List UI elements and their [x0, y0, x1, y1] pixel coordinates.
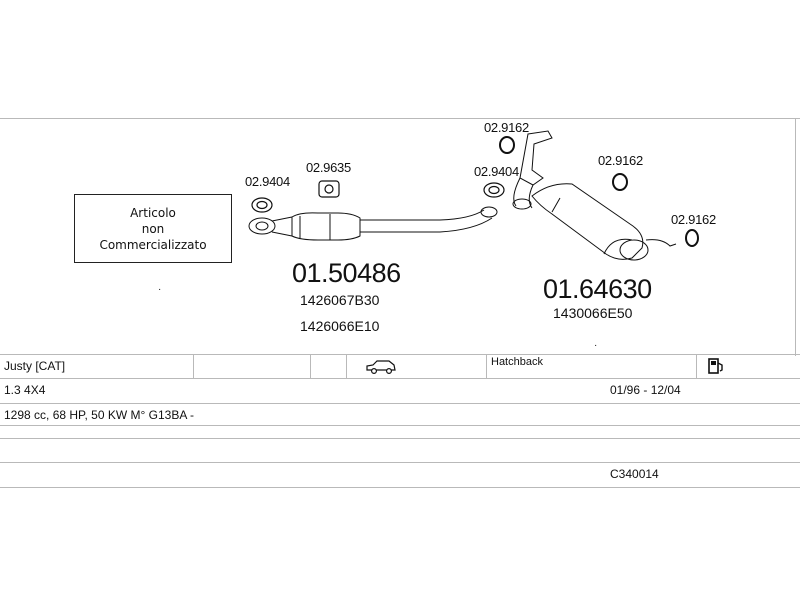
rear-silencer-drawing — [512, 130, 677, 261]
legend-line-2: non — [141, 221, 165, 236]
vehicle-variant: 1.3 4X4 — [4, 383, 46, 397]
diagram-frame-top — [0, 118, 800, 119]
not-sold-legend: Articolo non Commercializzato — [74, 194, 232, 263]
rear-silencer-oem-1: 1430066E50 — [553, 305, 633, 321]
fitting-label-gasket-front[interactable]: 02.9404 — [245, 174, 290, 189]
car-icon — [366, 360, 396, 374]
table-row-variant: 1.3 4X4 01/96 - 12/04 — [0, 378, 800, 404]
table-row-blank-2 — [0, 438, 800, 463]
diagram-mark-left: · — [158, 284, 162, 295]
front-pipe-part-number[interactable]: 01.50486 — [292, 258, 401, 288]
exhaust-diagram — [248, 130, 699, 261]
gasket-front-shape — [251, 197, 273, 213]
fitting-label-hanger-top[interactable]: 02.9162 — [484, 120, 529, 135]
table-row-blank-1 — [0, 425, 800, 439]
front-pipe-oem-1: 1426067B30 — [300, 292, 380, 308]
vehicle-code: C340014 — [610, 467, 659, 481]
fitting-label-gasket-mid[interactable]: 02.9635 — [306, 160, 351, 175]
diagram-mark-right: · — [594, 340, 598, 351]
fitting-label-hanger-right[interactable]: 02.9162 — [598, 153, 643, 168]
gasket-rear-shape — [483, 182, 505, 198]
hanger-tail-shape — [685, 229, 699, 247]
fitting-label-hanger-tail[interactable]: 02.9162 — [671, 212, 716, 227]
vehicle-model: Justy [CAT] — [4, 359, 66, 373]
vehicle-years: 01/96 - 12/04 — [610, 383, 681, 397]
table-row-code: C340014 — [0, 462, 800, 488]
front-pipe-drawing — [248, 206, 498, 241]
fitting-label-gasket-rear[interactable]: 02.9404 — [474, 164, 519, 179]
table-row-model: Justy [CAT] Hatchback — [0, 354, 800, 379]
hanger-right-shape — [612, 173, 628, 191]
legend-line-3: Commercializzato — [99, 237, 207, 252]
vehicle-body: Hatchback — [491, 356, 543, 368]
rear-silencer-part-number[interactable]: 01.64630 — [543, 274, 652, 304]
hanger-top-shape — [499, 136, 515, 154]
gasket-mid-shape — [318, 180, 340, 198]
table-row-engine: 1298 cc, 68 HP, 50 KW M° G13BA - — [0, 403, 800, 426]
fittings-drawing — [251, 136, 699, 247]
diagram-frame-right — [795, 118, 796, 356]
front-pipe-oem-2: 1426066E10 — [300, 318, 380, 334]
vehicle-engine: 1298 cc, 68 HP, 50 KW M° G13BA - — [4, 408, 195, 422]
legend-line-1: Articolo — [130, 205, 176, 220]
fuel-pump-icon — [708, 358, 723, 374]
